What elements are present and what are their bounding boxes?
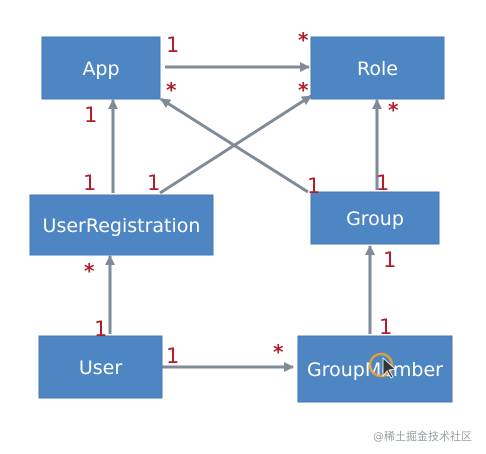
- multiplicity-userreg-to-app-to: 1: [84, 103, 97, 127]
- multiplicity-layer: 1 * 1 1 1 * 1 * 1 * 1 * 1 * 1 1: [83, 28, 399, 368]
- mouse-pointer-icon: [382, 357, 396, 379]
- multiplicity-groupmember-to-group-to: 1: [383, 248, 396, 272]
- multiplicity-user-to-userreg-from: 1: [94, 317, 107, 341]
- multiplicity-user-to-userreg-to: *: [84, 259, 95, 283]
- multiplicity-userreg-to-app-from: 1: [83, 171, 96, 195]
- multiplicity-userreg-to-role-to: *: [298, 78, 309, 102]
- class-node-groupmember: GroupMember: [297, 335, 453, 403]
- class-box-userreg: [29, 194, 214, 256]
- class-label-app: App: [82, 58, 119, 80]
- multiplicity-user-to-groupmember-from: 1: [166, 344, 179, 368]
- class-node-user: User: [38, 335, 163, 399]
- class-node-role: Role: [310, 36, 445, 100]
- class-box-groupmember: [297, 335, 453, 403]
- multiplicity-group-to-role-from: 1: [376, 171, 389, 195]
- multiplicity-group-to-role-to: *: [388, 98, 399, 122]
- class-node-userreg: UserRegistration: [29, 194, 214, 256]
- edge-group-to-app: [160, 97, 309, 194]
- multiplicity-app-to-role-to: *: [298, 28, 309, 52]
- watermark: @稀土掘金技术社区: [373, 430, 472, 443]
- class-node-app: App: [41, 36, 161, 100]
- class-label-group: Group: [346, 208, 404, 230]
- multiplicity-group-to-app-from: 1: [307, 174, 320, 198]
- mouse-cursor-icon: [368, 352, 394, 378]
- class-label-user: User: [79, 357, 122, 379]
- multiplicity-userreg-to-role-from: 1: [147, 171, 160, 195]
- multiplicity-groupmember-to-group-from: 1: [379, 315, 392, 339]
- class-label-groupmember: GroupMember: [307, 359, 443, 381]
- class-node-group: Group: [310, 191, 440, 245]
- class-box-group: [310, 191, 440, 245]
- multiplicity-group-to-app-to: *: [166, 78, 177, 102]
- multiplicity-user-to-groupmember-to: *: [273, 340, 284, 364]
- class-box-user: [38, 335, 163, 399]
- class-label-role: Role: [357, 58, 398, 80]
- multiplicity-app-to-role-from: 1: [166, 33, 179, 57]
- edges-layer: [105, 62, 382, 372]
- class-label-userreg: UserRegistration: [43, 215, 201, 237]
- class-box-app: [41, 36, 161, 100]
- class-box-role: [310, 36, 445, 100]
